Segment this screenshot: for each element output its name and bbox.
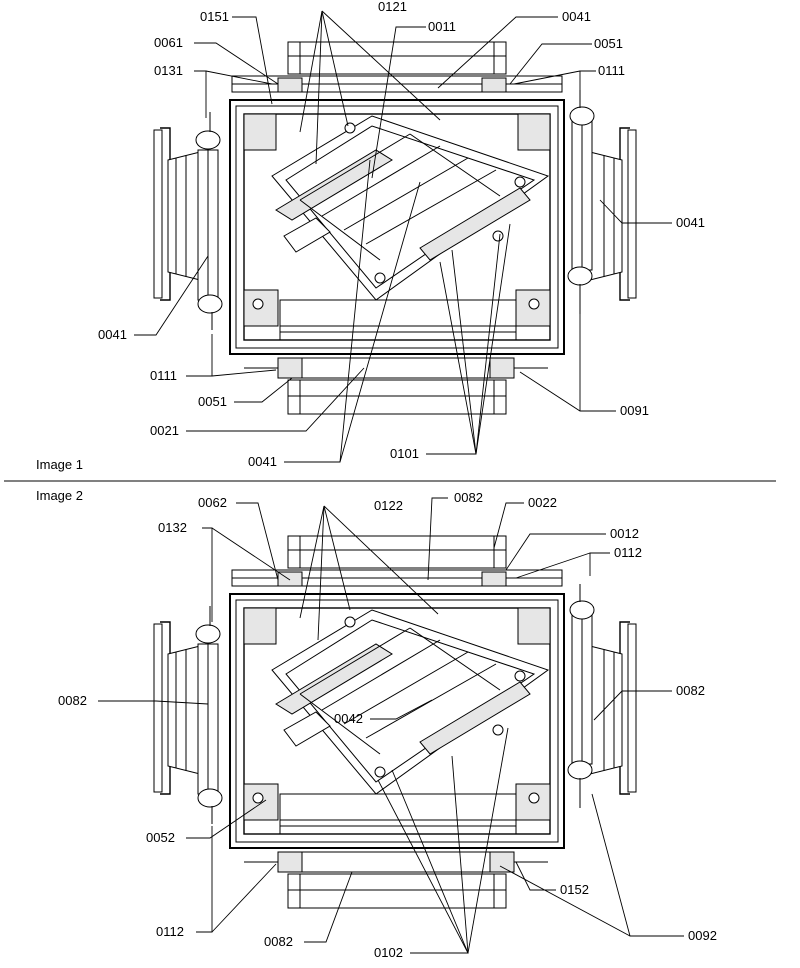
label-0062: 0062 <box>198 495 227 510</box>
image-1-caption: Image 1 <box>36 457 83 472</box>
image-2-labels: 0062 0122 0082 0022 0012 0132 0112 0082 … <box>58 490 717 960</box>
label-0022: 0022 <box>528 495 557 510</box>
label-0101: 0101 <box>390 446 419 461</box>
label-0131: 0131 <box>154 63 183 78</box>
label-0041-left: 0041 <box>98 327 127 342</box>
label-0082-top: 0082 <box>454 490 483 505</box>
label-0102: 0102 <box>374 945 403 960</box>
label-0082-left: 0082 <box>58 693 87 708</box>
label-0041-right: 0041 <box>676 215 705 230</box>
image-1-labels: 0151 0121 0011 0041 0061 0051 0131 0111 … <box>98 0 705 469</box>
image-2-leaders <box>98 497 684 954</box>
label-0021: 0021 <box>150 423 179 438</box>
label-0082-bottom: 0082 <box>264 934 293 949</box>
label-0121: 0121 <box>378 0 407 14</box>
label-0092: 0092 <box>688 928 717 943</box>
label-0011: 0011 <box>428 19 456 34</box>
label-0052: 0052 <box>146 830 175 845</box>
label-0151: 0151 <box>200 9 229 24</box>
label-0111-bottom: 0111 <box>150 368 177 383</box>
image-1-leaders <box>134 10 672 463</box>
label-0112-bottom: 0112 <box>156 924 184 939</box>
label-0091: 0091 <box>620 403 649 418</box>
label-0082-right: 0082 <box>676 683 705 698</box>
label-0012: 0012 <box>610 526 639 541</box>
image-2-drawing <box>153 535 637 909</box>
label-0041-bottom: 0041 <box>248 454 277 469</box>
label-0042: 0042 <box>334 711 363 726</box>
label-0112-top: 0112 <box>614 545 642 560</box>
label-0122: 0122 <box>374 498 403 513</box>
image-2-caption: Image 2 <box>36 488 83 503</box>
image-1-drawing <box>153 41 637 415</box>
label-0132: 0132 <box>158 520 187 535</box>
label-0041-top: 0041 <box>562 9 591 24</box>
label-0051-bottom: 0051 <box>198 394 227 409</box>
label-0111-top: 0111 <box>598 63 625 78</box>
label-0051-top: 0051 <box>594 36 623 51</box>
label-0061: 0061 <box>154 35 183 50</box>
label-0152: 0152 <box>560 882 589 897</box>
